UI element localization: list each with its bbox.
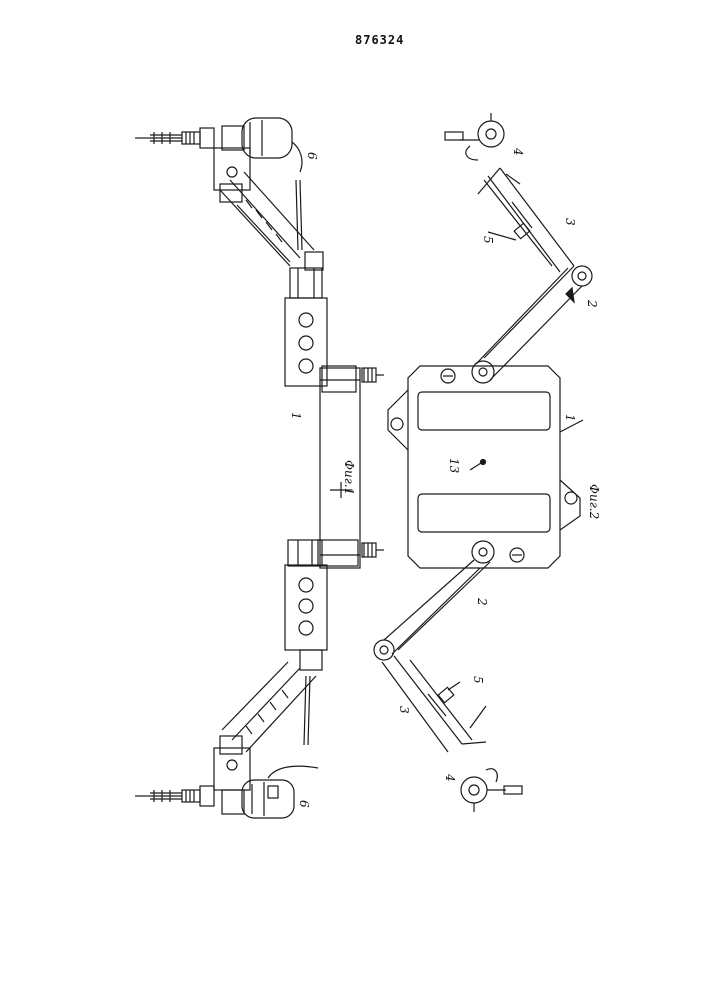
fig2-pivot-13 xyxy=(481,460,486,465)
fig2-label-upper-4: 4 xyxy=(511,147,525,156)
fig2-platform xyxy=(408,366,560,568)
figure-1: 1 6 6 Фиг.1 xyxy=(135,118,384,818)
fig2-label-lower-4: 4 xyxy=(443,773,457,782)
fig1-lower-rod xyxy=(304,676,306,745)
fig2-label-upper-2: 2 xyxy=(585,299,599,308)
fig1-knob-upper xyxy=(362,368,384,382)
fig1-knob-lower xyxy=(362,543,384,557)
fig1-label-tool-top: 6 xyxy=(305,152,319,160)
fig2-label-upper-5: 5 xyxy=(481,236,495,244)
fig1-upper-tool xyxy=(135,118,302,202)
fig1-upper-rod xyxy=(296,180,298,250)
fig1-label-body: 1 xyxy=(289,412,303,420)
fig2-caption: Фиг.2 xyxy=(587,484,601,519)
fig2-label-lower-5: 5 xyxy=(471,676,485,684)
fig1-lower-tool xyxy=(135,736,318,818)
fig2-label-pivot: 13 xyxy=(447,458,461,474)
fig2-label-upper-3: 3 xyxy=(563,218,577,226)
figure-2: 1 13 2 3 4 5 2 3 4 5 Фиг.2 xyxy=(374,113,601,812)
fig2-label-platform: 1 xyxy=(563,414,577,422)
fig1-lower-hub xyxy=(318,540,358,566)
fig2-lower-arm xyxy=(374,541,522,812)
fig1-lower-boom xyxy=(222,662,316,752)
fig2-lower-window xyxy=(418,494,550,532)
fig2-label-lower-3: 3 xyxy=(397,706,411,714)
fig1-label-tool-bottom: 6 xyxy=(297,800,311,808)
fig1-caption: Фиг.1 xyxy=(342,460,356,495)
fig2-label-lower-2: 2 xyxy=(475,597,489,606)
fig2-upper-window xyxy=(418,392,550,430)
